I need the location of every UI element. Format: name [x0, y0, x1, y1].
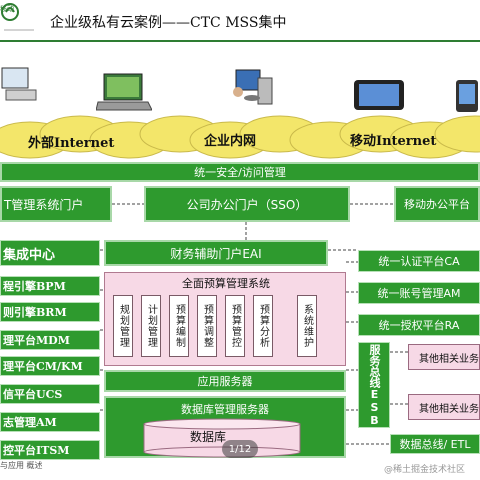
other-system-2: 其他相关业务 — [408, 394, 480, 420]
database-server-label: 数据库管理服务器 — [181, 403, 269, 416]
watermark: @稀土掘金技术社区 — [384, 465, 466, 475]
phone-icon — [456, 80, 478, 112]
mobile-office-platform: 移动办公平台 — [394, 186, 480, 222]
company-logo — [0, 0, 40, 38]
network-cloud-band — [0, 115, 480, 159]
module-budget-control: 预算管控 — [225, 295, 245, 357]
cloud-mobile-internet: 移动Internet — [350, 134, 437, 149]
database-label: 数据库 — [190, 430, 227, 444]
other-system-1: 其他相关业务 — [408, 344, 480, 370]
logo-text: 移动 — [0, 5, 14, 13]
data-bus-etl: 数据总线/ ETL — [390, 434, 480, 454]
module-budget-analysis: 预算分析 — [253, 295, 273, 357]
laptop-icon — [96, 73, 152, 111]
finance-portal-eai: 财务辅助门户EAI — [104, 240, 328, 266]
module-planning: 规划管理 — [113, 295, 133, 357]
module-budget-preparation: 预算编制 — [169, 295, 189, 357]
office-portal-sso: 公司办公门户（SSO） — [144, 186, 350, 222]
header-divider — [0, 40, 480, 42]
application-server: 应用服务器 — [104, 370, 346, 392]
bpm-engine: 程引擎BPM — [0, 276, 100, 296]
unified-authorization-platform: 统一授权平台RA — [358, 314, 480, 336]
log-management: 志管理AM — [0, 412, 100, 432]
brm-engine: 则引擎BRM — [0, 302, 100, 322]
tablet-icon — [354, 80, 404, 110]
module-plan-management: 计划管理 — [141, 295, 161, 357]
footer-breadcrumb: 与应用 概述 — [0, 461, 43, 470]
unified-account-management: 统一账号管理AM — [358, 282, 480, 304]
security-access-bar: 统一安全/访问管理 — [0, 162, 480, 182]
page-title: 企业级私有云案例——CTC MSS集中 — [50, 15, 287, 31]
service-bus-esb: 服务总线ESB — [358, 342, 390, 428]
workstation-icon — [233, 69, 273, 105]
module-budget-adjustment: 预算调整 — [197, 295, 217, 357]
mdm-platform: 理平台MDM — [0, 330, 100, 350]
module-system-maintenance: 系统维护 — [297, 295, 317, 357]
cloud-intranet: 企业内网 — [204, 134, 257, 149]
integration-center: 集成中心 — [0, 240, 100, 266]
unified-auth-platform: 统一认证平台CA — [358, 250, 480, 272]
budget-system-title: 全面预算管理系统 — [182, 277, 270, 290]
cloud-external-internet: 外部Internet — [28, 136, 115, 151]
desktop-computer-icon — [1, 67, 37, 101]
ucs-platform: 信平台UCS — [0, 384, 100, 404]
budget-system-panel: 全面预算管理系统 规划管理 计划管理 预算编制 预算调整 预算管控 预算分析 系… — [104, 272, 346, 366]
cm-km-platform: 理平台CM/KM — [0, 356, 100, 376]
itsm-platform: 控平台ITSM — [0, 440, 100, 460]
it-management-portal: T管理系统门户 — [0, 186, 112, 222]
page-indicator[interactable]: 1/12 — [222, 440, 258, 458]
